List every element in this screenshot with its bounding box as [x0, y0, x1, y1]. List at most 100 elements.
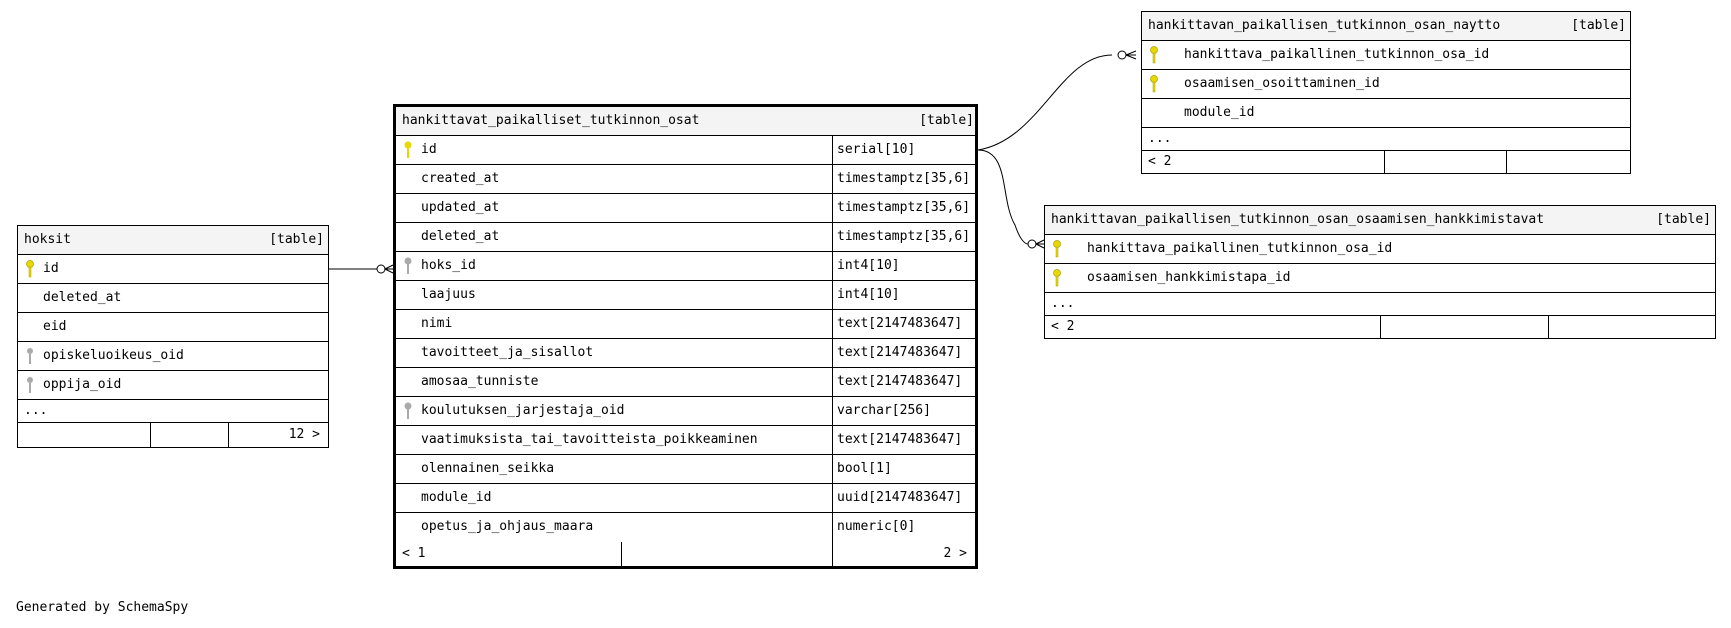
primary-key-icon [1053, 240, 1061, 258]
table-name: hankittavat_paikalliset_tutkinnon_osat [402, 113, 700, 128]
column-type: varchar[256] [832, 397, 975, 425]
column-type: uuid[2147483647] [832, 484, 975, 512]
column-name: deleted_at [43, 290, 122, 305]
column-name: updated_at [421, 200, 500, 215]
table-name: hankittavan_paikallisen_tutkinnon_osan_n… [1148, 18, 1501, 33]
column-name: nimi [421, 316, 453, 331]
column-name: hankittava_paikallinen_tutkinnon_osa_id [1184, 47, 1490, 62]
ellipsis: ... [24, 403, 48, 418]
column-type: timestamptz[35,6] [832, 223, 975, 251]
footer-right[interactable]: 12 > [288, 427, 320, 442]
column-name: eid [43, 319, 67, 334]
table-tag: [table] [269, 232, 324, 247]
generated-by-note: Generated by SchemaSpy [16, 600, 189, 615]
table-footer: < 1 2 > [396, 542, 975, 566]
footer-right[interactable]: 2 > [943, 546, 967, 561]
ellipsis: ... [1148, 131, 1172, 146]
table-name: hankittavan_paikallisen_tutkinnon_osan_o… [1051, 212, 1545, 227]
foreign-key-icon [27, 377, 33, 393]
table-header: hoksit [table] [18, 226, 328, 255]
more-columns: ... [1142, 128, 1630, 151]
column-row: osaamisen_osoittaminen_id [1142, 70, 1630, 99]
table-header: hankittavan_paikallisen_tutkinnon_osan_o… [1045, 206, 1715, 235]
column-type: bool[1] [832, 455, 975, 483]
column-row: module_id [1142, 99, 1630, 128]
column-type: numeric[0] [832, 513, 975, 542]
primary-key-icon [1150, 75, 1158, 93]
table-tag: [table] [919, 113, 974, 128]
column-row: vaatimuksista_tai_tavoitteista_poikkeami… [396, 426, 975, 455]
column-name: vaatimuksista_tai_tavoitteista_poikkeami… [421, 432, 758, 447]
column-type: int4[10] [832, 281, 975, 309]
table-header: hankittavan_paikallisen_tutkinnon_osan_n… [1142, 12, 1630, 41]
link-naytto-crowfoot [1125, 50, 1137, 60]
column-name: hankittava_paikallinen_tutkinnon_osa_id [1087, 241, 1393, 256]
column-name: deleted_at [421, 229, 500, 244]
table-hoksit[interactable]: hoksit [table] id deleted_at eid opiskel… [17, 225, 329, 448]
column-name: laajuus [421, 287, 476, 302]
column-name: module_id [421, 490, 492, 505]
link-naytto-optional-marker [1117, 50, 1127, 60]
column-name: amosaa_tunniste [421, 374, 539, 389]
column-row: id [18, 255, 328, 284]
primary-key-icon [404, 141, 412, 158]
column-row: laajuus int4[10] [396, 281, 975, 310]
more-columns: ... [18, 400, 328, 423]
column-row: opetus_ja_ohjaus_maara numeric[0] [396, 513, 975, 542]
foreign-key-icon [404, 257, 412, 274]
column-name: olennainen_seikka [421, 461, 555, 476]
table-name: hoksit [24, 232, 71, 247]
primary-key-icon [26, 260, 34, 278]
column-row: created_at timestamptz[35,6] [396, 165, 975, 194]
column-row: koulutuksen_jarjestaja_oid varchar[256] [396, 397, 975, 426]
column-name: opetus_ja_ohjaus_maara [421, 519, 594, 534]
foreign-key-icon [27, 348, 33, 364]
column-row: eid [18, 313, 328, 342]
footer-left[interactable]: < 1 [402, 546, 426, 561]
link-hoksit-crowfoot [384, 264, 394, 274]
column-name: created_at [421, 171, 500, 186]
column-row: nimi text[2147483647] [396, 310, 975, 339]
footer-left[interactable]: < 2 [1051, 319, 1075, 334]
column-name: koulutuksen_jarjestaja_oid [421, 403, 625, 418]
footer-left[interactable]: < 2 [1148, 154, 1172, 169]
column-type: int4[10] [832, 252, 975, 280]
column-type: text[2147483647] [832, 339, 975, 367]
column-name: hoks_id [421, 258, 476, 273]
link-main-to-naytto [977, 54, 1113, 151]
column-row: deleted_at [18, 284, 328, 313]
table-header: hankittavat_paikalliset_tutkinnon_osat [… [396, 107, 975, 136]
column-row: module_id uuid[2147483647] [396, 484, 975, 513]
column-row: hoks_id int4[10] [396, 252, 975, 281]
column-row: opiskeluoikeus_oid [18, 342, 328, 371]
column-name: oppija_oid [43, 377, 122, 392]
column-row: amosaa_tunniste text[2147483647] [396, 368, 975, 397]
more-columns: ... [1045, 293, 1715, 316]
column-name: id [421, 142, 437, 157]
table-hankittavan-paikallisen-tutkinnon-osan-osaamisen-hankkimistavat[interactable]: hankittavan_paikallisen_tutkinnon_osan_o… [1044, 205, 1716, 339]
table-footer: < 2 [1045, 316, 1715, 338]
table-footer: 12 > [18, 423, 328, 447]
column-type: timestamptz[35,6] [832, 165, 975, 193]
ellipsis: ... [1051, 296, 1075, 311]
column-name: opiskeluoikeus_oid [43, 348, 184, 363]
primary-key-icon [1053, 269, 1061, 287]
column-row: hankittava_paikallinen_tutkinnon_osa_id [1142, 41, 1630, 70]
column-type: text[2147483647] [832, 368, 975, 396]
table-hankittavat-paikalliset-tutkinnon-osat[interactable]: hankittavat_paikalliset_tutkinnon_osat [… [393, 104, 978, 569]
foreign-key-icon [404, 402, 412, 419]
link-hoksit-optional-marker [376, 264, 386, 274]
column-name: module_id [1184, 105, 1255, 120]
link-hankkimistavat-crowfoot [1035, 239, 1045, 249]
primary-key-icon [1150, 46, 1158, 64]
column-type: text[2147483647] [832, 310, 975, 338]
column-name: osaamisen_hankkimistapa_id [1087, 270, 1291, 285]
column-type: timestamptz[35,6] [832, 194, 975, 222]
table-tag: [table] [1571, 18, 1626, 33]
column-row: updated_at timestamptz[35,6] [396, 194, 975, 223]
table-hankittavan-paikallisen-tutkinnon-osan-naytto[interactable]: hankittavan_paikallisen_tutkinnon_osan_n… [1141, 11, 1631, 174]
column-row: olennainen_seikka bool[1] [396, 455, 975, 484]
